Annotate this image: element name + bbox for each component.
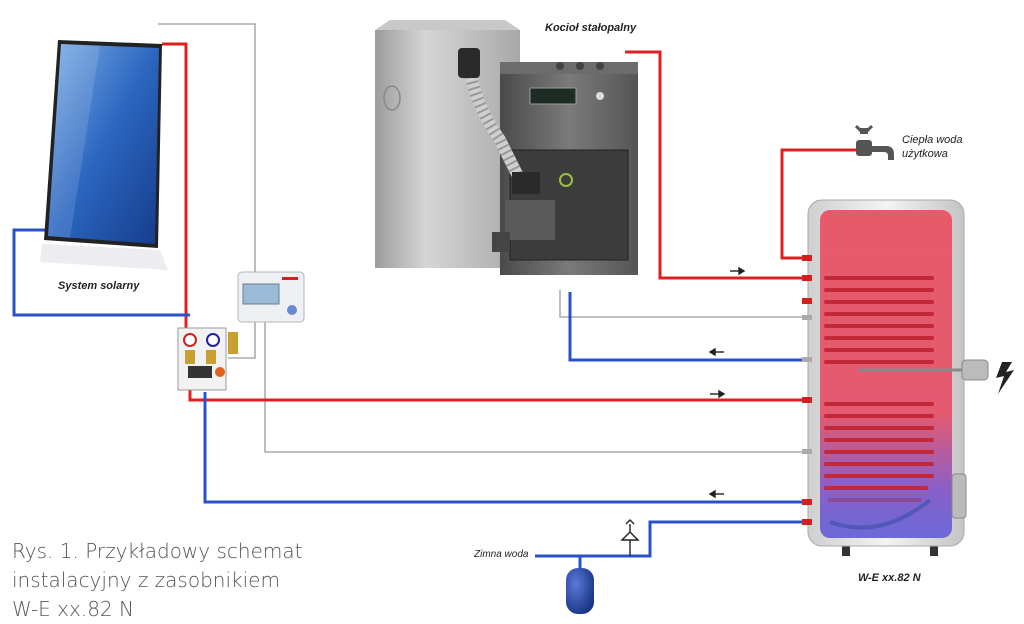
cold-water-label: Zimna woda [474,549,529,560]
solar-pump-station [177,327,238,391]
expansion-vessel [566,568,594,614]
upper-coil [824,276,934,364]
flow-arrows [708,266,746,499]
tank-connectors [802,255,812,525]
solid-fuel-boiler [375,20,638,275]
figure-caption: Rys. 1. Przykładowy schemat instalacyjny… [12,539,303,621]
boiler-label: Kocioł stałopalny [545,22,637,34]
tank-model-label: W-E xx.82 N [858,572,921,584]
hot-water-label-line2: użytkowa [902,148,948,160]
flow-arrow-icon [730,266,746,276]
solar-controller [237,271,305,323]
storage-tank [802,199,989,556]
lightning-icon [996,362,1014,394]
tap-icon [854,124,894,160]
flow-arrow-icon [708,347,724,357]
safety-valve-icon [620,519,640,556]
flow-arrow-icon [710,389,726,399]
solar-panel [40,40,168,270]
lower-coil [824,402,934,502]
flow-arrow-icon [708,489,724,499]
hot-water-label-line1: Ciepła woda [902,134,963,146]
solar-system-label: System solarny [58,280,140,292]
signal-wires [158,23,810,453]
